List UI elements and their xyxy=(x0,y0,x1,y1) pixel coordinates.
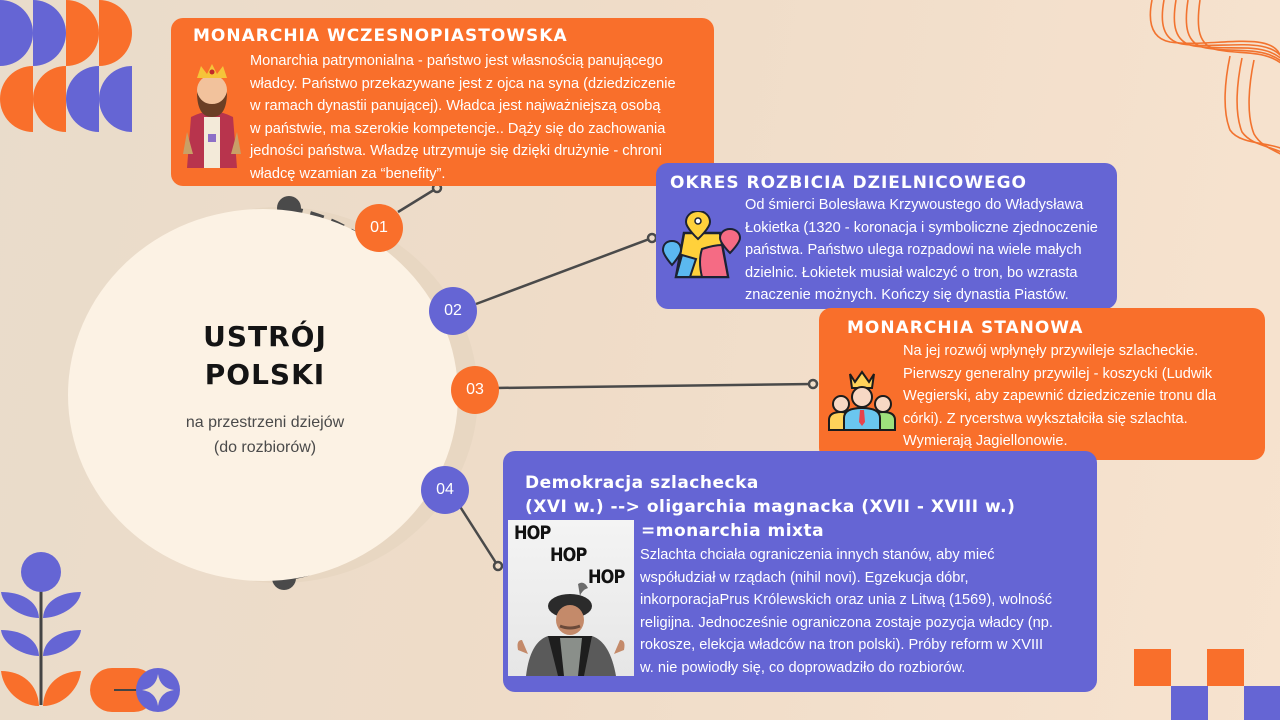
card-okres-rozbicia-dzielnicowego: OKRES ROZBICIA DZIELNICOWEGO Od śmierci … xyxy=(656,163,1117,309)
checker-squares-icon xyxy=(1134,649,1280,720)
text-line: współudział w rządach (nihil novi). Egze… xyxy=(640,569,969,586)
node-label: 03 xyxy=(466,381,484,398)
text-line: religijna. Jednocześnie ograniczona zost… xyxy=(640,614,1053,631)
image-caption: HOP xyxy=(550,544,587,566)
text-line: Pierwszy generalny przywilej - koszycki … xyxy=(903,365,1212,382)
hop-hop-hop-meme-image: HOP HOP HOP xyxy=(508,520,634,676)
title-line: USTRÓJ xyxy=(203,320,327,353)
card-title: MONARCHIA STANOWA xyxy=(847,318,1084,338)
timeline-node-02[interactable]: 02 xyxy=(429,287,477,335)
text-line: córki). Z rycerstwa wykształciła się szl… xyxy=(903,410,1188,427)
card-body: Szlachta chciała ograniczenia innych sta… xyxy=(640,544,1096,679)
node-label: 04 xyxy=(436,481,454,498)
text-line: dzielnic. Łokietek musiał walczyć o tron… xyxy=(745,264,1078,281)
card-title: MONARCHIA WCZESNOPIASTOWSKA xyxy=(193,26,568,46)
image-caption: HOP xyxy=(514,522,551,544)
title-line: Demokracja szlachecka xyxy=(525,473,759,493)
text-line: w ramach dynastii panującej). Władca jes… xyxy=(250,98,661,114)
page-subtitle: na przestrzeni dziejów (do rozbiorów) xyxy=(140,410,390,460)
node-label: 02 xyxy=(444,302,462,319)
subtitle-line: (do rozbiorów) xyxy=(213,439,317,456)
text-line: jedności państwa. Władzę utrzymuje się d… xyxy=(250,143,663,159)
title-line: POLSKI xyxy=(204,358,326,391)
title-line: =monarchia mixta xyxy=(641,521,825,541)
text-line: Wymierają Jagiellonowie. xyxy=(903,433,1068,449)
text-line: Łokietka (1320 - koronacja i symboliczne… xyxy=(745,219,1098,236)
text-line: w państwie, ma szerokie kompetencje.. Dą… xyxy=(250,120,666,137)
text-line: rokosze, elekcja władców na tron polski)… xyxy=(640,637,1044,653)
text-line: inkorporacjaPrus Królewskich oraz unia z… xyxy=(640,592,1053,608)
text-line: władcy. Państwo przekazywane jest z ojca… xyxy=(250,75,676,92)
title-line: (XVI w.) --> oligarchia magnacka (XVII -… xyxy=(525,497,1016,517)
text-line: Monarchia patrymonialna - państwo jest w… xyxy=(250,53,663,69)
timeline-node-03[interactable]: 03 xyxy=(451,366,499,414)
crowned-leader-group-icon xyxy=(828,370,896,431)
flower-bud-icon xyxy=(90,668,180,712)
card-monarchia-wczesnopiastowska: MONARCHIA WCZESNOPIASTOWSKA Monarchia pa… xyxy=(171,18,714,186)
text-line: znaczenie możnych. Kończy się dynastia P… xyxy=(745,287,1069,303)
text-line: władcę wzamian za “benefity”. xyxy=(250,165,446,182)
card-body: Od śmierci Bolesława Krzywoustego do Wła… xyxy=(745,194,1115,307)
card-monarchia-stanowa: MONARCHIA STANOWA Na jej rozwój wpłynęły… xyxy=(819,308,1265,460)
text-line: w. nie powiodły się, co doprowadziło do … xyxy=(640,659,966,676)
text-line: Szlachta chciała ograniczenia innych sta… xyxy=(640,547,995,563)
image-caption: HOP xyxy=(588,566,625,588)
page-title: USTRÓJ POLSKI xyxy=(140,318,390,394)
subtitle-line: na przestrzeni dziejów xyxy=(185,414,345,431)
map-pins-icon xyxy=(662,211,742,279)
card-body: Monarchia patrymonialna - państwo jest w… xyxy=(250,50,710,185)
card-title: OKRES ROZBICIA DZIELNICOWEGO xyxy=(670,173,1027,193)
text-line: państwa. Państwo ulega rozpadowi na wiel… xyxy=(745,242,1082,258)
card-body: Na jej rozwój wpłynęły przywileje szlach… xyxy=(903,340,1263,453)
timeline-node-01[interactable]: 01 xyxy=(355,204,403,252)
center-circle xyxy=(68,209,458,581)
text-line: Od śmierci Bolesława Krzywoustego do Wła… xyxy=(745,197,1084,213)
node-label: 01 xyxy=(370,219,388,236)
plant-icon xyxy=(1,552,81,706)
half-circles-pattern-icon xyxy=(0,0,132,132)
card-title: Demokracja szlachecka (XVI w.) --> oliga… xyxy=(525,471,1015,543)
king-icon xyxy=(183,64,241,168)
nobleman-figure-icon xyxy=(517,582,625,676)
text-line: Na jej rozwój wpłynęły przywileje szlach… xyxy=(903,343,1199,359)
timeline-node-04[interactable]: 04 xyxy=(421,466,469,514)
wave-lines-icon xyxy=(1149,0,1280,155)
text-line: Węgierski, aby zapewnić dziedziczenie tr… xyxy=(903,388,1217,404)
